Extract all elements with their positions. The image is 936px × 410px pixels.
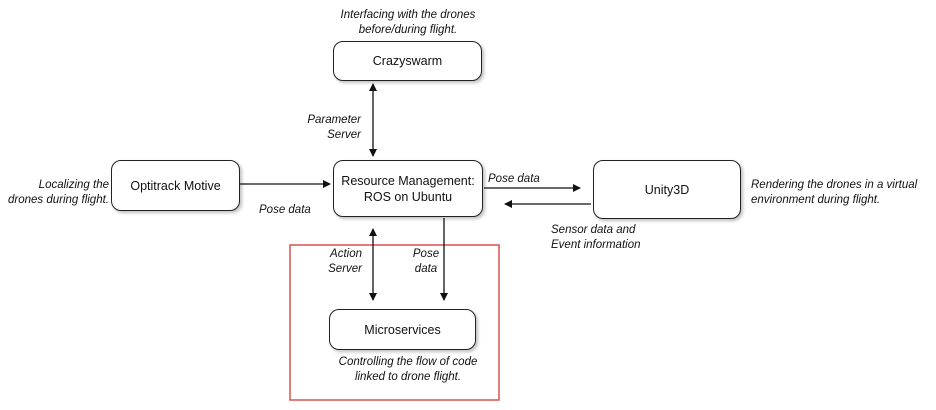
pose-data-micro-label-line1: Pose [412,248,440,260]
ros-node: Resource Management: ROS on Ubuntu [333,160,483,217]
pose-data-optitrack-label: Pose data [259,203,329,218]
optitrack-annotation: Localizing the drones during flight. [0,178,109,208]
sensor-data-label-line2: Event information [551,239,641,251]
crazyswarm-label: Crazyswarm [372,54,443,68]
microservices-node: Microservices [329,309,476,350]
unity-annotation: Rendering the drones in a virtual enviro… [751,178,936,208]
microservices-label: Microservices [364,322,441,337]
action-server-label-line2: Server [328,263,362,275]
crazyswarm-annotation-line2: before/during flight. [358,24,458,36]
action-server-label: Action Server [312,247,362,277]
optitrack-annotation-line1: Localizing the [38,179,109,191]
microservices-annotation: Controlling the flow of code linked to d… [318,355,498,385]
optitrack-label: Optitrack Motive [130,178,221,193]
ros-label-line1: Resource Management: [341,173,475,188]
unity-label: Unity3D [644,182,690,197]
parameter-server-label-line2: Server [327,129,361,141]
microservices-annotation-line2: linked to drone flight. [354,371,462,383]
sensor-data-label: Sensor data and Event information [551,223,661,253]
pose-data-micro-label-line2: data [414,263,438,275]
pose-data-unity-label: Pose data [488,172,558,187]
pose-data-optitrack-text: Pose data [259,204,311,216]
microservices-highlight-frame [289,244,500,401]
pose-data-micro-label: Pose data [408,247,444,277]
crazyswarm-annotation: Interfacing with the drones before/durin… [318,8,498,38]
action-server-label-line1: Action [330,248,362,260]
optitrack-annotation-line2: drones during flight. [7,194,109,206]
parameter-server-label-line1: Parameter [307,114,361,126]
unity-annotation-line1: Rendering the drones in a virtual [751,179,918,191]
unity-node: Unity3D [593,160,741,219]
crazyswarm-annotation-line1: Interfacing with the drones [340,9,476,21]
microservices-annotation-line1: Controlling the flow of code [338,356,478,368]
pose-data-unity-text: Pose data [488,173,540,185]
crazyswarm-node: Crazyswarm [333,41,482,81]
optitrack-node: Optitrack Motive [111,160,240,211]
ros-label-line2: ROS on Ubuntu [363,189,453,204]
unity-annotation-line2: environment during flight. [751,194,881,206]
parameter-server-label: Parameter Server [290,113,361,143]
sensor-data-label-line1: Sensor data and [551,224,636,236]
